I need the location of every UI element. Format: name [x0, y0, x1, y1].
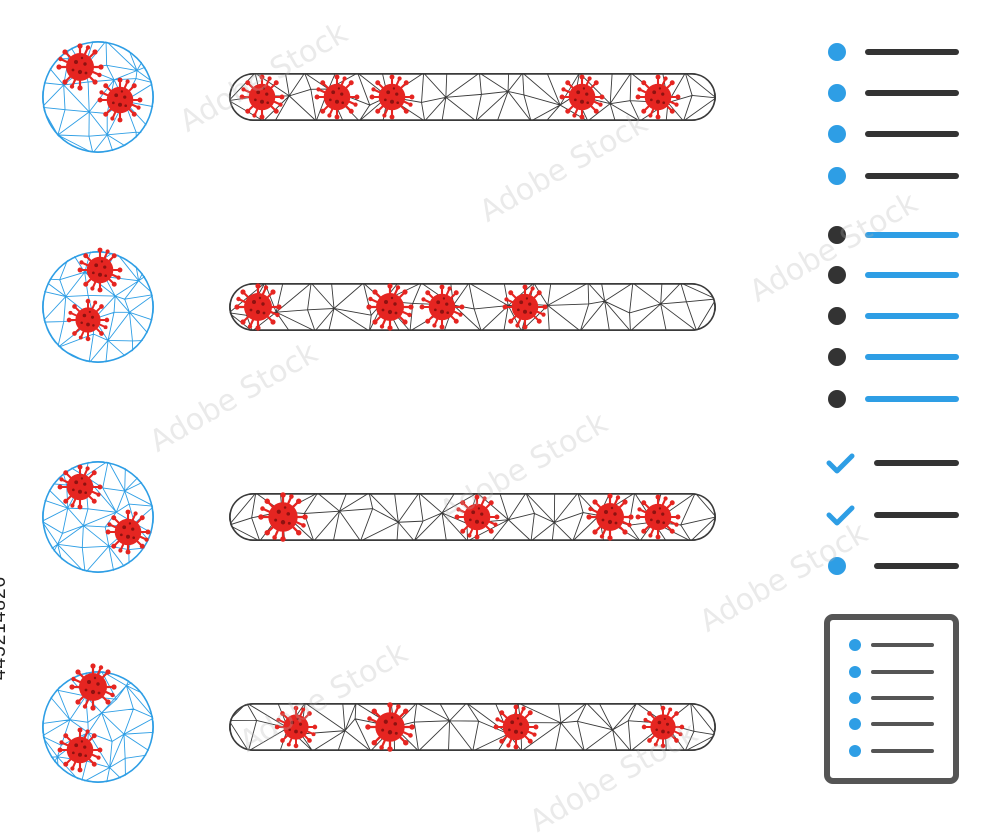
check-icon — [826, 453, 855, 474]
list-row — [42, 461, 716, 573]
virus-icon — [56, 726, 104, 774]
bullet-dot — [828, 307, 846, 325]
virus-icon — [453, 493, 501, 541]
virus-icon — [273, 704, 319, 750]
list-line-mesh-bar — [229, 703, 716, 751]
bullet-dot — [828, 84, 846, 102]
bullet-dot — [828, 125, 846, 143]
bullet-dot — [828, 266, 846, 284]
stock-id-label: 445214826 — [0, 575, 10, 680]
list-row — [42, 246, 716, 363]
virus-icon — [65, 297, 111, 343]
virus-icon — [418, 283, 466, 331]
virus-icon — [365, 282, 415, 332]
bullet-dot — [828, 226, 846, 244]
virus-icon — [634, 73, 682, 121]
list-row — [42, 662, 716, 783]
virus-icon — [257, 491, 309, 543]
virus-icon — [55, 42, 105, 92]
list-line-mesh-bar — [229, 283, 716, 331]
virus-icon — [233, 282, 283, 332]
bullet-dot — [828, 348, 846, 366]
check-icon — [826, 505, 855, 526]
virus-icon — [96, 76, 144, 124]
virus-icon — [634, 493, 682, 541]
list-row — [42, 41, 716, 153]
virus-icon — [501, 283, 549, 331]
virus-icon — [313, 73, 361, 121]
virus-icon — [364, 701, 416, 753]
virus-icon — [76, 246, 124, 294]
bullet-dot — [828, 390, 846, 408]
virus-icon — [68, 662, 118, 712]
virus-icon — [558, 73, 606, 121]
virus-icon — [238, 73, 286, 121]
bullet-dot — [828, 167, 846, 185]
virus-icon — [492, 703, 540, 751]
virus-icon — [640, 704, 686, 750]
bullet-dot — [828, 557, 846, 575]
virus-icon — [368, 73, 416, 121]
virus-icon — [56, 463, 104, 511]
bullet-mesh-circle — [42, 461, 154, 573]
document-list-icon — [824, 614, 959, 784]
virus-icon — [104, 508, 152, 556]
bullet-dot — [828, 43, 846, 61]
virus-icon — [585, 492, 635, 542]
